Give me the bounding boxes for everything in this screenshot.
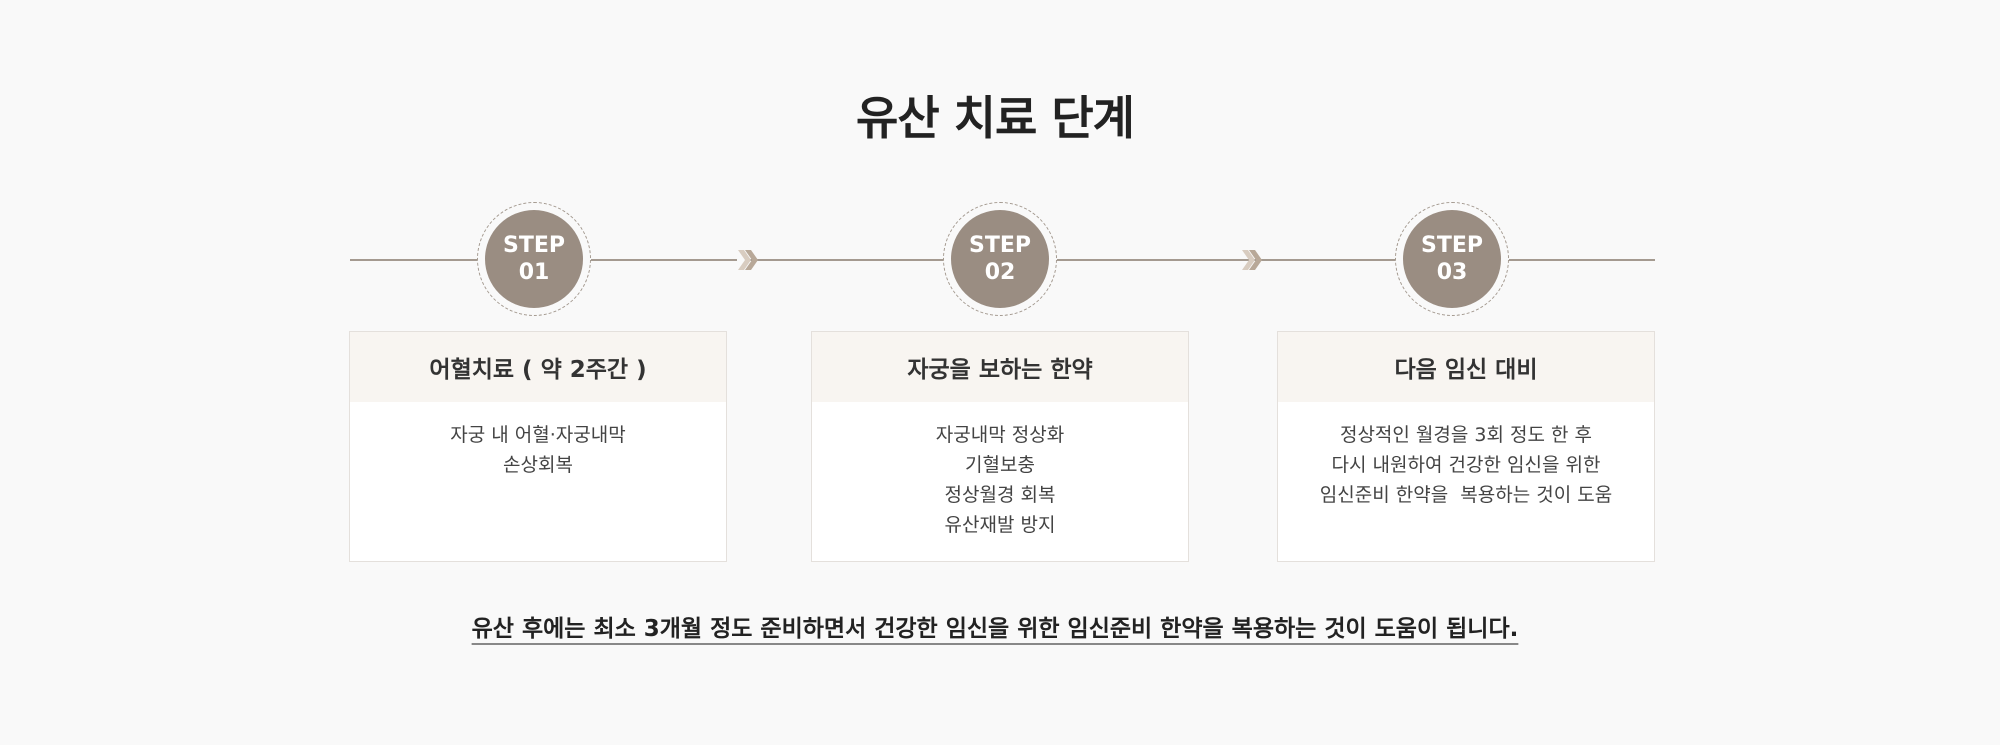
step-card-3: 다음 임신 대비 정상적인 월경을 3회 정도 한 후 다시 내원하여 건강한 … [1277, 331, 1655, 562]
double-chevron-right-icon [1242, 250, 1262, 270]
page-title: 유산 치료 단계 [856, 91, 1135, 145]
list-item: 정상월경 회복 [944, 484, 1056, 506]
step-label: STEP [502, 233, 565, 258]
step-badge-2: STEP 02 [951, 210, 1049, 308]
step-label: STEP [968, 233, 1031, 258]
bottom-note: 유산 후에는 최소 3개월 정도 준비하면서 건강한 임신을 위한 임신준비 한… [0, 612, 1990, 646]
card-heading: 다음 임신 대비 [1278, 332, 1654, 402]
card-list: 자궁 내 어혈·자궁내막 손상회복 [350, 402, 726, 480]
step-number: 01 [518, 260, 550, 285]
step-card-2: 자궁을 보하는 한약 자궁내막 정상화 기혈보충 정상월경 회복 유산재발 방지 [811, 331, 1189, 562]
step-circle-3: STEP 03 [1395, 202, 1509, 316]
list-item: 유산재발 방지 [944, 514, 1056, 536]
list-item: 손상회복 [503, 454, 573, 476]
card-heading: 어혈치료 ( 약 2주간 ) [350, 332, 726, 402]
card-heading: 자궁을 보하는 한약 [812, 332, 1188, 402]
list-item: 다시 내원하여 건강한 임신을 위한 [1331, 454, 1601, 476]
step-number: 03 [1436, 260, 1468, 285]
step-circle-1: STEP 01 [477, 202, 591, 316]
step-card-1: 어혈치료 ( 약 2주간 ) 자궁 내 어혈·자궁내막 손상회복 [349, 331, 727, 562]
list-item: 기혈보충 [965, 454, 1035, 476]
list-item: 자궁 내 어혈·자궁내막 [450, 424, 626, 446]
bottom-note-text: 유산 후에는 최소 3개월 정도 준비하면서 건강한 임신을 위한 임신준비 한… [471, 616, 1519, 642]
step-number: 02 [984, 260, 1016, 285]
list-item: 임신준비 한약을 복용하는 것이 도움 [1319, 484, 1613, 506]
double-chevron-right-icon [737, 250, 758, 270]
step-circle-2: STEP 02 [943, 202, 1057, 316]
card-list: 정상적인 월경을 3회 정도 한 후 다시 내원하여 건강한 임신을 위한 임신… [1278, 402, 1654, 510]
list-item: 정상적인 월경을 3회 정도 한 후 [1339, 424, 1593, 446]
card-list: 자궁내막 정상화 기혈보충 정상월경 회복 유산재발 방지 [812, 402, 1188, 540]
list-item: 자궁내막 정상화 [935, 424, 1065, 446]
step-label: STEP [1420, 233, 1483, 258]
step-badge-3: STEP 03 [1403, 210, 1501, 308]
step-badge-1: STEP 01 [485, 210, 583, 308]
